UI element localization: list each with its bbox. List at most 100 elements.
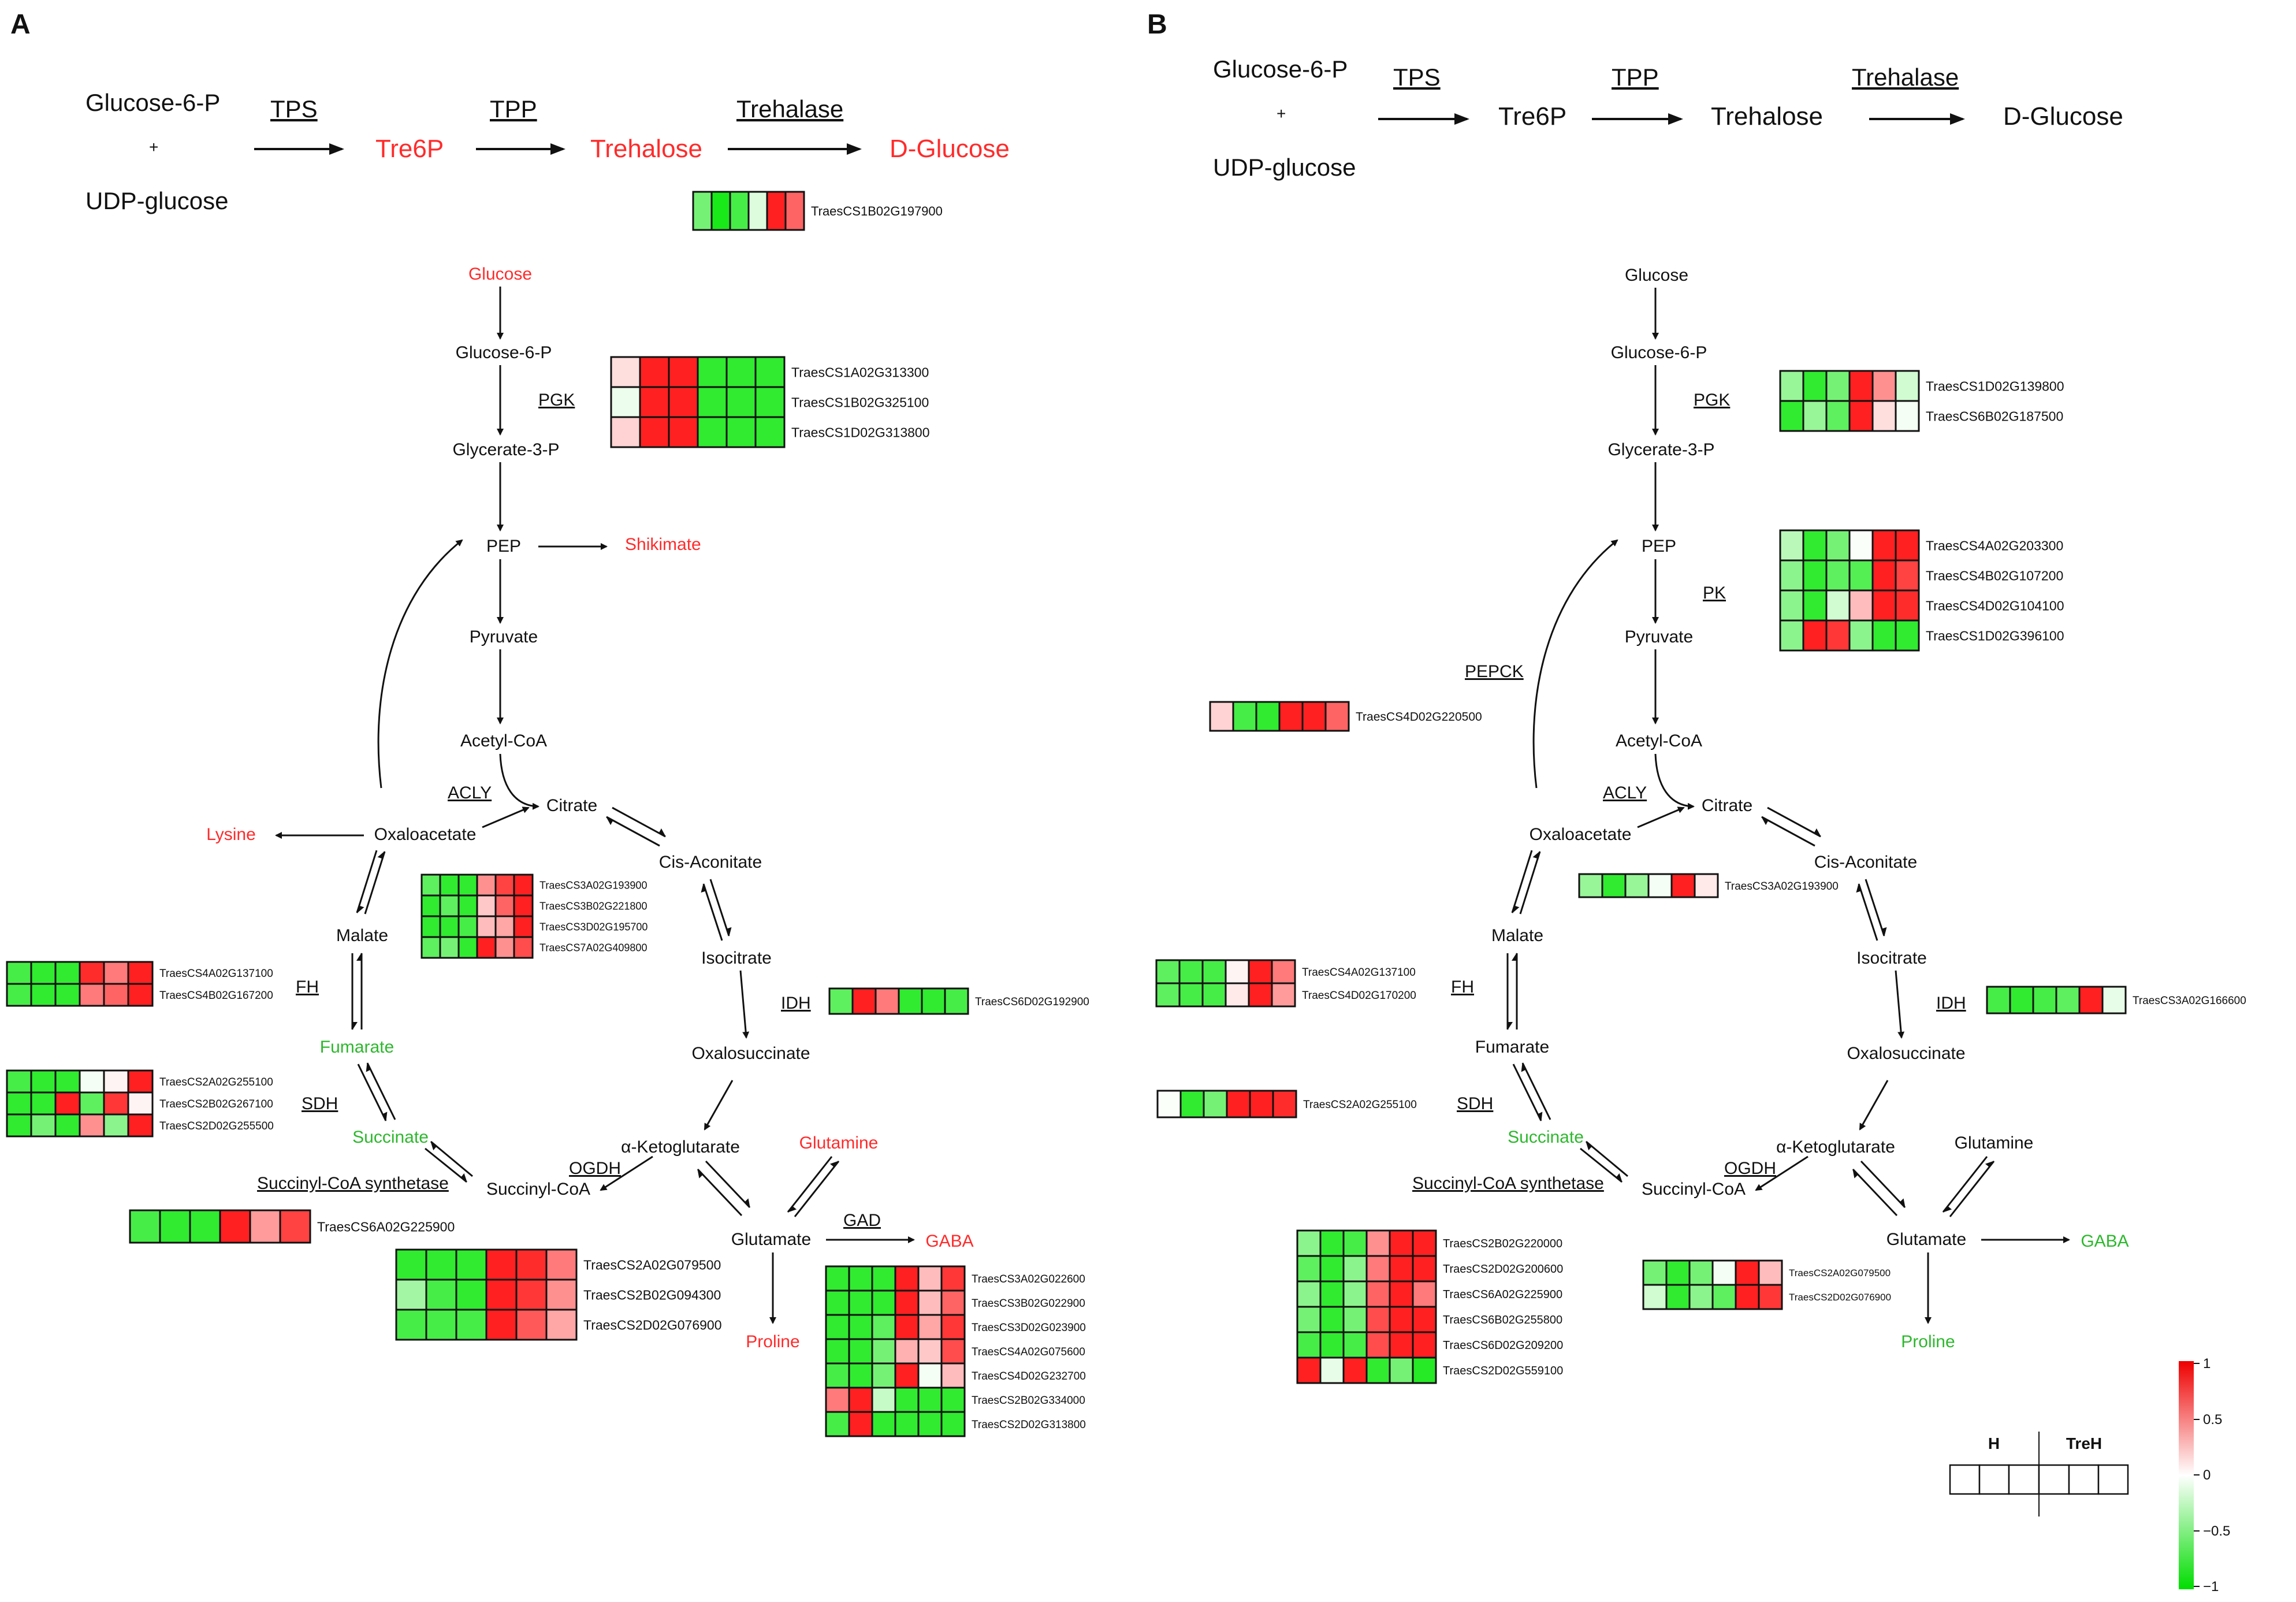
gene-id-label: TraesCS2A02G255100: [1303, 1099, 1417, 1111]
heatmap-cell: [494, 874, 515, 897]
heatmap-cell: [545, 1309, 578, 1341]
panel-label-a: A: [10, 9, 31, 40]
heatmap-cell: [1248, 982, 1273, 1008]
heatmap-cell: [692, 191, 713, 231]
heatmap-cell: [1895, 559, 1920, 592]
heatmap-cell: [894, 1314, 920, 1340]
heatmap-cell: [1412, 1331, 1437, 1359]
gene-id-label: TraesCS6A02G225900: [1443, 1288, 1562, 1301]
heatmap-cell: [1389, 1356, 1414, 1384]
heatmap-cell: [848, 1387, 873, 1413]
a-enzyme-trehalase: Trehalase: [736, 95, 843, 122]
b-pyruvate: Pyruvate: [1625, 627, 1693, 646]
heatmap-cell: [1412, 1306, 1437, 1333]
heatmap-cell: [639, 356, 670, 388]
heatmap-cell: [1758, 1284, 1783, 1310]
a-glucose-6-p: Glucose-6-P: [456, 343, 552, 362]
scale-tick-0: 0: [2203, 1467, 2211, 1483]
b-oxaloacetate: Oxaloacetate: [1530, 825, 1632, 844]
heatmap-cell: [848, 1265, 873, 1292]
heatmap-cell: [476, 874, 497, 897]
heatmap-cell: [1248, 959, 1273, 984]
a-lysine: Lysine: [206, 825, 256, 844]
gene-id-label: TraesCS3B02G221800: [539, 900, 647, 912]
gene-id-label: TraesCS1A02G313300: [791, 365, 929, 380]
heatmap-cell: [747, 191, 768, 231]
heatmap-cell: [1825, 370, 1851, 402]
b-glucose-6-p: Glucose-6-P: [1611, 343, 1707, 362]
gene-id-label: TraesCS6B02G255800: [1443, 1314, 1562, 1326]
heatmaps: TraesCS1B02G197900TraesCS1A02G313300Trae…: [6, 191, 2246, 1437]
heatmap-cell: [894, 1362, 920, 1389]
heatmap-cell: [848, 1411, 873, 1437]
b-top-substrate-udpglucose: UDP-glucose: [1213, 154, 1356, 181]
legend: H TreH 1 0.5 0 −0.5 −1: [1949, 1356, 2230, 1594]
heatmap-cell: [917, 1289, 943, 1316]
heatmap-cell: [917, 1338, 943, 1365]
heatmap-a-idh: TraesCS6D02G192900: [828, 987, 1089, 1015]
heatmap-cell: [103, 1069, 129, 1094]
heatmap-cell: [127, 1113, 154, 1138]
heatmap-cell: [1278, 701, 1304, 732]
heatmap-cell: [848, 1289, 873, 1316]
a-glucose: Glucose: [468, 265, 532, 284]
heatmap-cell: [439, 915, 460, 938]
b-enzyme-acly: ACLY: [1603, 783, 1647, 802]
heatmap-cell: [6, 1091, 32, 1116]
heatmap-cell: [1735, 1284, 1760, 1310]
heatmap-cell: [30, 961, 57, 985]
heatmap-cell: [725, 356, 757, 388]
heatmap-cell: [30, 1091, 57, 1116]
heatmap-cell: [1389, 1255, 1414, 1283]
heatmap-cell: [1389, 1306, 1414, 1333]
heatmap-cell: [425, 1278, 457, 1311]
b-glucose: Glucose: [1625, 266, 1688, 285]
a-pep: PEP: [486, 537, 521, 556]
b-glutamine: Glutamine: [1955, 1133, 2034, 1153]
gene-id-label: TraesCS2D02G076900: [1789, 1292, 1891, 1303]
heatmap-cell: [639, 386, 670, 418]
heatmap-cell: [725, 416, 757, 448]
heatmap-cell: [1324, 701, 1350, 732]
heatmap-cell: [1986, 986, 2011, 1014]
scale-tick-neg-0-5: −0.5: [2203, 1523, 2230, 1539]
heatmap-cell: [697, 356, 728, 388]
b-alpha-ketoglutarate: α-Ketoglutarate: [1776, 1138, 1895, 1157]
heatmap-cell: [1802, 619, 1828, 652]
heatmap-cell: [1895, 400, 1920, 432]
heatmap-cell: [1389, 1280, 1414, 1308]
heatmap-cell: [1601, 873, 1627, 898]
panel-a: A Glucose-6-P + UDP-glucose TPS Tre6P TP…: [10, 9, 1010, 1351]
gene-id-label: TraesCS2D02G559100: [1443, 1365, 1563, 1377]
heatmap-cell: [848, 1338, 873, 1365]
heatmap-cell: [1155, 959, 1181, 984]
heatmap-cell: [1848, 370, 1874, 402]
heatmap-cell: [668, 386, 699, 418]
heatmap-cell: [848, 1362, 873, 1389]
heatmap-b-idh: TraesCS3A02G166600: [1986, 986, 2246, 1014]
heatmap-cell: [1365, 1255, 1391, 1283]
gene-id-label: TraesCS4D02G220500: [1356, 711, 1482, 724]
a-pyruvate: Pyruvate: [470, 627, 538, 646]
heatmap-cell: [457, 874, 478, 897]
heatmap-cell: [1342, 1255, 1368, 1283]
heatmap-cell: [921, 987, 946, 1015]
a-arrows: [275, 287, 915, 1324]
gene-id-label: TraesCS6B02G187500: [1926, 408, 2063, 423]
heatmap-cell: [894, 1411, 920, 1437]
heatmap-cell: [871, 1411, 896, 1437]
b-enzyme-ogdh: OGDH: [1724, 1159, 1776, 1178]
heatmap-cell: [159, 1209, 191, 1244]
heatmap-cell: [6, 1113, 32, 1138]
b-enzyme-pgk: PGK: [1694, 391, 1730, 410]
heatmap-cell: [871, 1362, 896, 1389]
heatmap-cell: [1271, 982, 1296, 1008]
b-enzyme-sdh: SDH: [1457, 1094, 1493, 1113]
heatmap-cell: [1389, 1331, 1414, 1359]
group-label-h: H: [1988, 1434, 2000, 1452]
heatmap-cell: [485, 1309, 518, 1341]
heatmap-cell: [825, 1362, 850, 1389]
heatmap-cell: [1688, 1284, 1714, 1310]
heatmap-cell: [30, 983, 57, 1007]
